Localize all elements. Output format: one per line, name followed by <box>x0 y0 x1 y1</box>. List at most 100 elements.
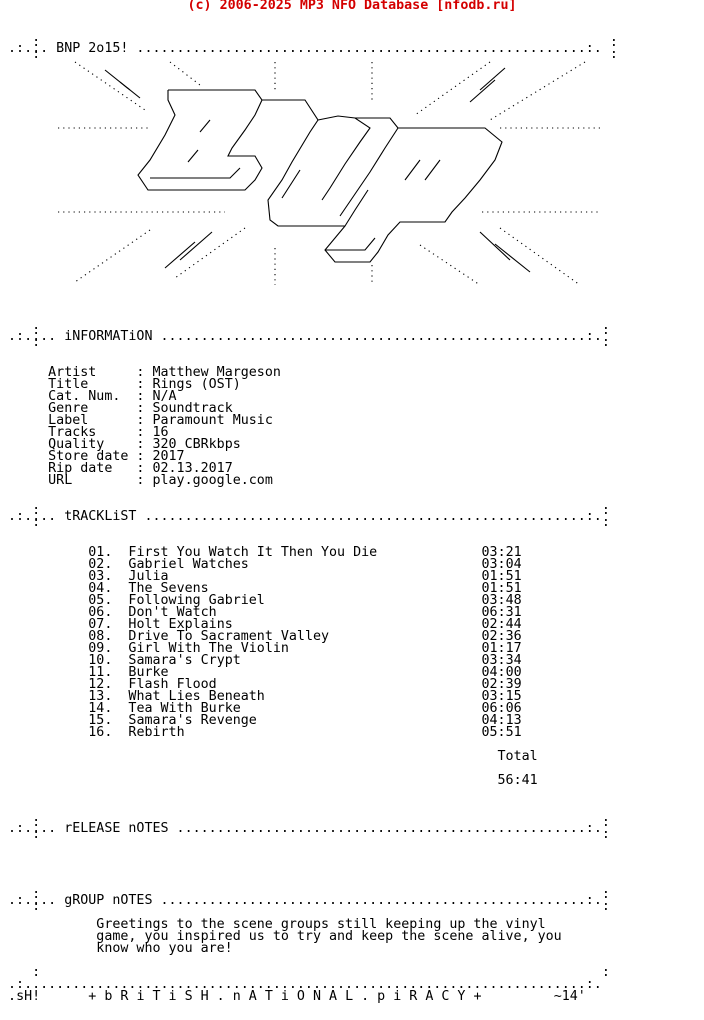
info-row: Quality : 320 CBRkbps <box>48 437 241 453</box>
track-time: 03:15 <box>481 689 522 705</box>
info-key: Rip date <box>48 461 113 477</box>
track-row: 05. Following Gabriel 03:48 <box>0 593 521 609</box>
footer-rule: .:......................................… <box>0 977 602 993</box>
track-number: 09. <box>88 641 113 657</box>
info-row: Tracks : 16 <box>48 425 169 441</box>
section-rule: : : <box>0 323 610 339</box>
track-row: 12. Flash Flood 02:39 <box>0 677 521 693</box>
track-title: Drive To Sacrament Valley <box>128 629 330 645</box>
track-row: 06. Don't Watch 06:31 <box>0 605 522 621</box>
track-title: Girl With The Violin <box>128 641 289 657</box>
track-row: 07. Holt Explains 02:44 <box>0 617 521 633</box>
section-rule: : : <box>0 827 610 843</box>
track-title: Samara's Revenge <box>128 713 257 729</box>
track-number: 02. <box>88 557 113 573</box>
section-information: .:.... iNFORMATiON .....................… <box>0 329 602 345</box>
info-key: Genre <box>48 401 89 417</box>
track-title: Flash Flood <box>128 677 217 693</box>
info-row: Store date : 2017 <box>48 449 185 465</box>
track-time: 01:51 <box>481 581 522 597</box>
section-rule: : : <box>0 887 610 903</box>
info-value: 2017 <box>152 449 185 465</box>
track-title: Julia <box>128 569 169 585</box>
footer-line: .sH! + b R i T i S H . n A T i O N A L .… <box>0 989 586 1005</box>
bnp-ascii-logo <box>58 61 600 286</box>
info-value: N/A <box>152 389 177 405</box>
group-notes-line: Greetings to the scene groups still keep… <box>0 918 545 931</box>
footer-right: ~14 <box>553 989 578 1005</box>
track-title: Holt Explains <box>128 617 233 633</box>
track-number: 11. <box>88 665 113 681</box>
track-title: Gabriel Watches <box>128 557 249 573</box>
total-label-line: Total <box>0 750 538 763</box>
info-key: Store date <box>48 449 129 465</box>
track-row: 11. Burke 04:00 <box>0 665 522 681</box>
track-row: 04. The Sevens 01:51 <box>0 581 522 597</box>
section-tracklist: .:.... tRACKLiST .......................… <box>0 509 602 525</box>
track-title: The Sevens <box>128 581 209 597</box>
track-title: Don't Watch <box>128 605 217 621</box>
info-row: Title : Rings (OST) <box>48 377 241 393</box>
track-number: 12. <box>88 677 113 693</box>
track-number: 15. <box>88 713 113 729</box>
total-value: 56:41 <box>497 773 538 789</box>
info-row: URL : play.google.com <box>48 473 273 489</box>
section-title-information: iNFORMATiON <box>64 329 153 345</box>
info-row: Cat. Num. : N/A <box>48 389 177 405</box>
track-number: 07. <box>88 617 113 633</box>
info-value: Matthew Margeson <box>152 365 281 381</box>
track-time: 03:34 <box>481 653 522 669</box>
info-value: Paramount Music <box>152 413 273 429</box>
footer-left: sH! <box>16 989 41 1005</box>
info-row: Rip date : 02.13.2017 <box>48 461 233 477</box>
section-title-group-notes: gROUP nOTES <box>64 893 153 909</box>
info-value: 16 <box>152 425 169 441</box>
track-time: 02:36 <box>481 629 522 645</box>
track-time: 01:51 <box>481 569 522 585</box>
track-number: 01. <box>88 545 113 561</box>
track-number: 05. <box>88 593 113 609</box>
info-row: Genre : Soundtrack <box>48 401 233 417</box>
group-notes-text: game, you inspired us to try and keep th… <box>96 929 562 945</box>
info-key: Artist <box>48 365 97 381</box>
track-time: 05:51 <box>481 725 522 741</box>
info-value: 02.13.2017 <box>152 461 233 477</box>
info-value: Soundtrack <box>152 401 233 417</box>
info-key: URL <box>48 473 73 489</box>
section-rule: : : <box>0 515 610 531</box>
header-title-line: .:... BNP 2o15! ........................… <box>0 41 602 57</box>
track-time: 03:21 <box>481 545 522 561</box>
total-value-line: 56:41 <box>0 773 538 789</box>
track-title: Following Gabriel <box>128 593 265 609</box>
track-row: 08. Drive To Sacrament Valley 02:36 <box>0 629 522 645</box>
footer-center: + b R i T i S H . n A T i O N A L . p i … <box>88 989 482 1005</box>
track-title: Burke <box>128 665 169 681</box>
track-time: 04:00 <box>481 665 522 681</box>
track-row: 13. What Lies Beneath 03:15 <box>0 689 522 705</box>
info-key: Label <box>48 413 89 429</box>
track-number: 10. <box>88 653 113 669</box>
header-rule: : : <box>0 35 618 51</box>
track-time: 03:04 <box>481 557 522 573</box>
track-title: Tea With Burke <box>128 701 241 717</box>
info-key: Title <box>48 377 89 393</box>
track-row: 16. Rebirth 05:51 <box>0 725 522 741</box>
track-row: 01. First You Watch It Then You Die 03:2… <box>0 545 522 561</box>
header-title: BNP 2o15! <box>56 41 129 57</box>
info-row: Label : Paramount Music <box>48 413 273 429</box>
header-rule: : : <box>0 47 618 63</box>
track-title: Rebirth <box>128 725 185 741</box>
info-key: Quality <box>48 437 105 453</box>
section-rule: : : <box>0 815 610 831</box>
nfodb-banner: (c) 2006-2025 MP3 NFO Database [nfodb.ru… <box>187 0 517 13</box>
info-value: 320 CBRkbps <box>152 437 241 453</box>
section-release-notes: .:.... rELEASE nOTES ...................… <box>0 821 602 837</box>
section-rule: : : <box>0 503 610 519</box>
track-number: 08. <box>88 629 113 645</box>
track-row: 09. Girl With The Violin 01:17 <box>0 641 521 657</box>
track-row: 03. Julia 01:51 <box>0 569 522 585</box>
info-value: play.google.com <box>152 473 273 489</box>
track-time: 06:31 <box>481 605 522 621</box>
track-time: 04:13 <box>481 713 522 729</box>
group-notes-line: know who you are! <box>0 942 232 955</box>
